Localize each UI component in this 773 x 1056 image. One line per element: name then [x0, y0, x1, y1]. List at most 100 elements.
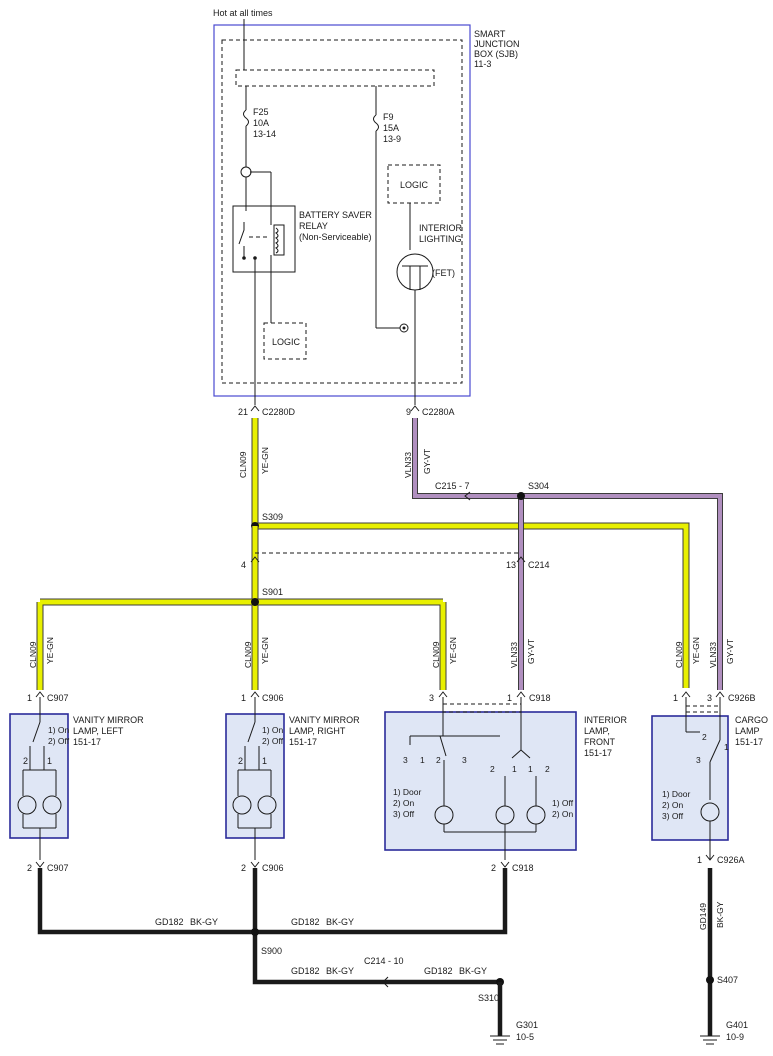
ground-g301: G301: [516, 1020, 538, 1030]
vanity-mirror-lamp-right: 2 1 1) On 2) Off: [225, 697, 285, 860]
splice-s304: [517, 492, 525, 500]
svg-text:BK-GY: BK-GY: [190, 917, 218, 927]
svg-text:VLN33: VLN33: [708, 642, 718, 668]
bulb-icon: [257, 795, 277, 815]
connector-c918-bottom: C918: [512, 863, 534, 873]
svg-text:2) Off: 2) Off: [48, 736, 70, 746]
svg-text:3: 3: [696, 755, 701, 765]
vm-right-label-2: LAMP, RIGHT: [289, 726, 346, 736]
bulb-icon: [42, 795, 62, 815]
sjb-label-3: BOX (SJB): [474, 49, 518, 59]
wire-gd182-bus: [37, 868, 508, 935]
svg-text:3) Off: 3) Off: [662, 811, 684, 821]
svg-text:GD182: GD182: [291, 966, 320, 976]
svg-text:1: 1: [512, 764, 517, 774]
svg-text:13-14: 13-14: [253, 129, 276, 139]
interior-lamp-label-3: FRONT: [584, 737, 615, 747]
terminal-icon: [240, 166, 252, 178]
svg-text:1: 1: [262, 756, 267, 766]
splice-s901: [251, 598, 259, 606]
svg-text:S309: S309: [262, 512, 283, 522]
interior-lighting-label-2: LIGHTING: [419, 234, 462, 244]
svg-text:10-9: 10-9: [726, 1032, 744, 1042]
svg-text:1) Door: 1) Door: [393, 787, 422, 797]
svg-text:9: 9: [406, 407, 411, 417]
connector-c215: C215 - 7: [435, 481, 470, 491]
connector-c907-top: C907: [47, 693, 69, 703]
svg-text:GD149: GD149: [698, 903, 708, 930]
svg-text:VLN33: VLN33: [509, 642, 519, 668]
wire-vln33-main: [413, 418, 722, 690]
svg-text:CLN09: CLN09: [243, 641, 253, 668]
busbar: [235, 69, 435, 87]
bulb-icon: [17, 795, 37, 815]
svg-text:GD182: GD182: [291, 917, 320, 927]
svg-text:2) Off: 2) Off: [262, 736, 284, 746]
svg-text:CLN09: CLN09: [238, 451, 248, 478]
svg-text:1: 1: [420, 755, 425, 765]
relay-label-2: RELAY: [299, 221, 328, 231]
svg-text:YE-GN: YE-GN: [691, 637, 701, 664]
hot-label: Hot at all times: [213, 8, 273, 18]
svg-text:1: 1: [724, 742, 729, 752]
vm-left-ref: 151-17: [73, 737, 101, 747]
connector-c906-bottom: C906: [262, 863, 284, 873]
splice-s407: [706, 976, 714, 984]
connector-c2280d: C2280D: [262, 407, 296, 417]
svg-text:13: 13: [506, 560, 516, 570]
connector-c926a: C926A: [717, 855, 745, 865]
svg-text:VLN33: VLN33: [403, 452, 413, 478]
svg-text:GD182: GD182: [155, 917, 184, 927]
svg-text:2: 2: [491, 863, 496, 873]
svg-text:2) On: 2) On: [393, 798, 415, 808]
cargo-lamp-label-1: CARGO: [735, 715, 768, 725]
vm-right-ref: 151-17: [289, 737, 317, 747]
relay-switch-icon: [238, 222, 245, 258]
cargo-lamp-label-2: LAMP: [735, 726, 760, 736]
relay-logic-label: LOGIC: [272, 337, 301, 347]
interior-lamp-ref: 151-17: [584, 748, 612, 758]
connector-c2280a: C2280A: [422, 407, 455, 417]
connector-c214: C214: [528, 560, 550, 570]
interior-lamp-label-2: LAMP,: [584, 726, 610, 736]
svg-text:1: 1: [528, 764, 533, 774]
svg-text:1: 1: [507, 693, 512, 703]
svg-text:2: 2: [702, 732, 707, 742]
relay-coil-icon: [273, 224, 285, 256]
svg-text:YE-GN: YE-GN: [260, 637, 270, 664]
svg-text:YE-GN: YE-GN: [45, 637, 55, 664]
svg-text:21: 21: [238, 407, 248, 417]
svg-text:S310: S310: [478, 993, 499, 1003]
svg-text:3: 3: [462, 755, 467, 765]
svg-text:2: 2: [241, 863, 246, 873]
sjb-logic-box: [387, 164, 441, 204]
svg-text:YE-GN: YE-GN: [448, 637, 458, 664]
svg-text:2) On: 2) On: [662, 800, 684, 810]
svg-text:S304: S304: [528, 481, 549, 491]
svg-text:2: 2: [436, 755, 441, 765]
svg-text:4: 4: [241, 560, 246, 570]
wire-gd182-ground: [252, 932, 500, 985]
relay-label-3: (Non-Serviceable): [299, 232, 372, 242]
svg-text:GY-VT: GY-VT: [422, 449, 432, 474]
svg-text:F9: F9: [383, 112, 394, 122]
svg-text:10-5: 10-5: [516, 1032, 534, 1042]
vanity-mirror-lamp-left: 2 1 1) On 2) Off: [9, 697, 70, 860]
connector-c907-bottom: C907: [47, 863, 69, 873]
sjb-outline: [213, 24, 471, 397]
fet-icon: [396, 253, 434, 291]
cargo-lamp: 2 3 1 1) Door 2) On 3) Off: [651, 697, 729, 860]
svg-text:2: 2: [27, 863, 32, 873]
svg-text:BK-GY: BK-GY: [715, 901, 725, 928]
connector-c906-top: C906: [262, 693, 284, 703]
svg-text:2: 2: [545, 764, 550, 774]
svg-text:2: 2: [238, 756, 243, 766]
vm-right-label-1: VANITY MIRROR: [289, 715, 360, 725]
svg-text:BK-GY: BK-GY: [326, 917, 354, 927]
svg-text:2) On: 2) On: [552, 809, 574, 819]
svg-text:GD182: GD182: [424, 966, 453, 976]
svg-text:S901: S901: [262, 587, 283, 597]
interior-lamp-label-1: INTERIOR: [584, 715, 628, 725]
connector-c214-bottom: C214 - 10: [364, 956, 404, 966]
